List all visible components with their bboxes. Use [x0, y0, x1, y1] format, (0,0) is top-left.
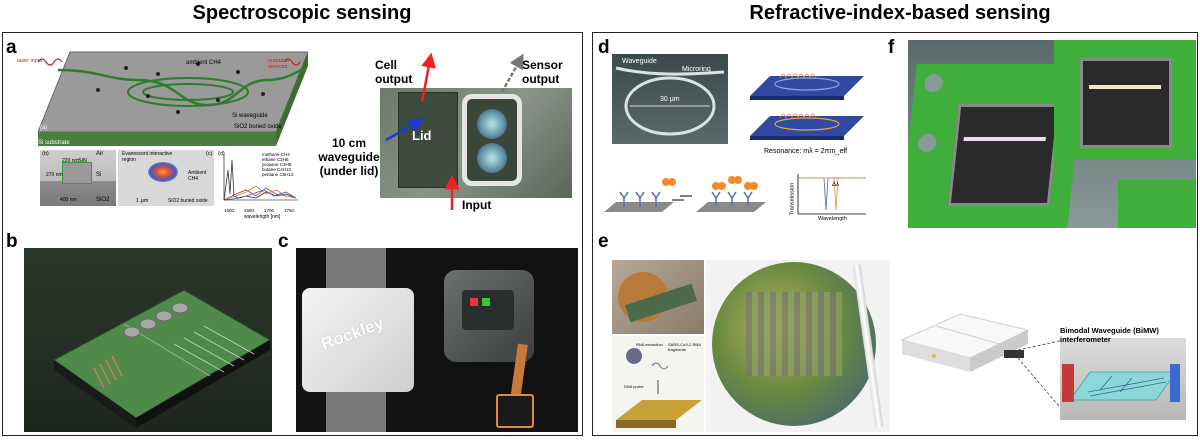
waveguide-note-label: 10 cm waveguide (under lid) — [318, 136, 380, 178]
rna-extraction-label: RNA extraction — [636, 342, 663, 347]
right-frame — [592, 32, 1198, 436]
panel-label-c: c — [278, 231, 289, 252]
input-label: Input — [462, 198, 492, 212]
microring-sem — [612, 54, 728, 144]
microring-label-d: Microring — [682, 66, 711, 73]
sensor-chip-photo-b — [24, 248, 272, 432]
ring-resonator-window — [462, 94, 522, 186]
spectrum-legend: methane CH4 ethane C2H6 propane C3H8 but… — [262, 152, 294, 177]
si-label: Si — [96, 172, 102, 178]
pcb-chips-photo — [908, 40, 1196, 228]
evanescent-label: Evanescent interactive region — [122, 151, 173, 163]
sensor-chip-photo — [380, 88, 572, 198]
panel-label-b: b — [6, 231, 18, 252]
assay-schematic — [612, 336, 704, 432]
legend-butane: butane C4H10 — [262, 167, 292, 172]
wavelength-axis-label: Wavelength — [818, 216, 847, 222]
panel-label-d: d — [598, 37, 610, 58]
sub-label-d: (d) — [218, 151, 225, 157]
waveguide-chip-illustration — [38, 51, 308, 146]
scale-1um-label: 1 µm — [136, 198, 149, 204]
absorption-spectrum-plot — [216, 150, 300, 212]
laser-input-label: laser input — [17, 58, 43, 64]
sin-label: SiN — [78, 158, 87, 164]
dna-probe-label: DNA probe — [624, 384, 644, 389]
buried-oxide-label: SiO2 buried oxide — [234, 124, 282, 130]
watch-body — [302, 288, 414, 392]
zoom-lines — [1017, 339, 1065, 413]
biosensing-schematic — [604, 176, 766, 212]
sub-label-a: (a) — [40, 125, 48, 131]
air-label: Air — [96, 151, 104, 157]
bimw-interferometer-render — [1060, 338, 1186, 420]
panel-label-e: e — [598, 231, 609, 252]
ambient-ch4-label: ambient CH4 — [186, 60, 222, 66]
buried-oxide-c-label: SiO2 buried oxide — [168, 198, 208, 204]
spectrum-tick-2: 1650 — [244, 208, 255, 213]
cell-output-label: Cell output — [375, 58, 413, 86]
legend-pentane: pentane C5H12 — [262, 172, 294, 177]
size-label-d: 30 µm — [660, 96, 680, 103]
spectrum-xlabel: wavelength [nm] — [244, 214, 281, 220]
arrows-overlay — [385, 52, 524, 210]
bimw-label: Bimodal Waveguide (BiMW) interferometer — [1060, 326, 1159, 344]
sub-label-c: (c) — [206, 151, 213, 157]
ring-resonator-schematic — [750, 73, 864, 140]
spectrum-tick-4: 1750 — [284, 208, 295, 213]
legend-methane: methane CH4 — [262, 152, 290, 157]
transmission-plot — [797, 174, 866, 215]
dim-220-label: 220 nm — [62, 158, 79, 164]
sensor-chip — [496, 394, 534, 428]
cross-section-photo — [40, 150, 116, 206]
spectrum-tick-3: 1700 — [264, 208, 275, 213]
transmission-axis-label: Transmission — [789, 182, 796, 216]
pcb-board-2 — [1054, 40, 1196, 160]
left-heading: Spectroscopic sensing — [192, 2, 412, 24]
ambient-ch4-c-label: Ambient CH4 — [188, 170, 207, 182]
wafer — [712, 262, 876, 426]
spectrum-tick-1: 1600 — [224, 208, 235, 213]
si-waveguide-label: Si waveguide — [232, 113, 268, 119]
wearable-device-photo: Rockley — [296, 248, 578, 432]
left-frame — [2, 32, 583, 436]
output-detector-label: output to detector — [268, 58, 290, 70]
sio2-label: SiO2 — [96, 197, 110, 203]
silicon-wafer-photo — [706, 260, 890, 432]
si-substrate-label: Si substrate — [38, 140, 70, 146]
delta-lambda-label: Δλ — [832, 182, 840, 188]
bimw-device-photo — [900, 300, 1030, 384]
lid-block — [398, 92, 458, 188]
sars-label: SARS-CoV-2 RNA fragments — [668, 342, 701, 352]
sub-label-b: (b) — [42, 151, 49, 157]
panel-label-f: f — [888, 37, 895, 58]
legend-propane: propane C3H8 — [262, 162, 292, 167]
panel-label-a: a — [6, 37, 17, 58]
mode-field-plot — [118, 150, 214, 206]
right-heading: Refractive-index-based sensing — [749, 2, 1051, 24]
sensor-output-label: Sensor output — [522, 58, 563, 86]
chip-on-coin-photo — [612, 260, 704, 334]
dim-270-label: 270 nm — [46, 172, 63, 178]
legend-ethane: ethane C2H6 — [262, 157, 289, 162]
pcb-board-3 — [1118, 180, 1196, 228]
resonance-formula: Resonance: mλ = 2πrn_eff — [764, 148, 848, 155]
waveguide-label-d: Waveguide — [622, 58, 657, 65]
dim-400-label: 400 nm — [60, 197, 77, 203]
